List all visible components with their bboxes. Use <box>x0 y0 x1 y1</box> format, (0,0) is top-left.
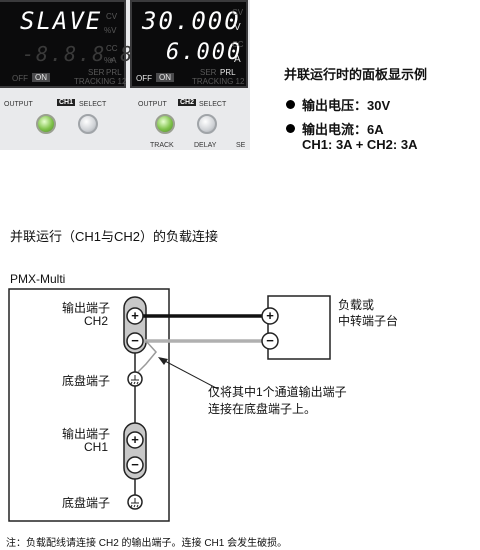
voltage-readout: 30.000 <box>142 7 241 35</box>
ser-indicator: SER <box>88 68 105 77</box>
device-outline <box>8 288 170 522</box>
master-display: 30.000 V CV 6.000 A CC OFF ON SER PRL TR… <box>130 0 248 88</box>
load-plus-sign: + <box>266 308 274 323</box>
ch2-positive-terminal <box>126 307 144 325</box>
prl-indicator: PRL <box>220 68 236 77</box>
bullet-icon <box>286 124 295 133</box>
ch1-badge: CH1 <box>57 99 76 106</box>
front-panel-photo: SLAVE CV %V -8.8.8.8 CC %A OFF ON SER PR… <box>0 0 250 150</box>
tracking-indicator: TRACKING 12 <box>74 77 127 86</box>
load-negative-terminal <box>261 332 279 350</box>
ch2-badge: CH2 <box>178 99 197 106</box>
channel-current-sum: CH1: 3A + CH2: 3A <box>302 137 418 152</box>
cv-indicator: CV <box>106 12 118 21</box>
ch2-minus-sign: − <box>131 333 139 348</box>
ch2-output-terminal-label: 输出端子 <box>62 301 111 315</box>
annotation-arrow-line <box>162 359 219 390</box>
prl-indicator: PRL <box>106 68 122 77</box>
ser-indicator: SER <box>200 68 217 77</box>
panel-example-title: 并联运行时的面板显示例 <box>284 67 428 82</box>
off-indicator: OFF <box>136 74 152 83</box>
off-indicator: OFF <box>12 74 28 83</box>
annotation-arrow-head <box>158 357 168 365</box>
load-label-line2: 中转端子台 <box>338 314 399 328</box>
cv-indicator: CV <box>232 8 244 17</box>
bullet-icon <box>286 100 295 109</box>
ch1-minus-sign: − <box>131 457 139 472</box>
annotation-line1: 仅将其中1个通道输出端子 <box>208 385 347 399</box>
ch1-label: CH1 <box>84 440 109 454</box>
load-minus-sign: − <box>266 333 274 348</box>
load-label-line1: 负载或 <box>338 298 375 312</box>
cc-indicator: CC <box>232 40 244 49</box>
delay-label: DELAY <box>194 142 217 149</box>
ch1-select-label: SELECT <box>79 101 107 108</box>
cc-indicator: CC <box>106 44 118 53</box>
device-name: PMX-Multi <box>10 272 66 286</box>
chassis-link-wire <box>137 340 157 373</box>
ch2-plus-sign: + <box>131 308 139 323</box>
ch1-output-button[interactable] <box>36 114 56 134</box>
ch2-label: CH2 <box>84 314 109 328</box>
ch2-negative-terminal <box>126 332 144 350</box>
on-indicator: ON <box>156 73 174 82</box>
footnote: 注：负载配线请连接 CH2 的输出端子。连接 CH1 会发生破损。 <box>6 538 288 549</box>
ch2-select-button[interactable] <box>197 114 217 134</box>
current-unit: A <box>234 54 241 65</box>
on-indicator: ON <box>32 73 50 82</box>
ch1-select-button[interactable] <box>78 114 98 134</box>
ch1-plus-sign: + <box>131 432 139 447</box>
current-readout: 6.000 <box>166 40 243 65</box>
diagram-title: 并联运行（CH1与CH2）的负载连接 <box>10 229 219 244</box>
percent-v-label: %V <box>104 26 117 35</box>
ch1-output-label: OUTPUT <box>4 101 33 108</box>
annotation-line2: 连接在底盘端子上。 <box>208 402 317 416</box>
track-label: TRACK <box>150 142 174 149</box>
output-voltage-text: 输出电压：30V <box>302 98 391 113</box>
select-label-partial: SE <box>236 142 246 149</box>
chassis-terminal-label-1: 底盘端子 <box>62 374 111 388</box>
ch1-negative-terminal <box>126 456 144 474</box>
ch2-select-label: SELECT <box>199 101 227 108</box>
ch1-positive-terminal <box>126 431 144 449</box>
voltage-unit: V <box>234 22 241 33</box>
ch2-output-label: OUTPUT <box>138 101 167 108</box>
tracking-indicator: TRACKING 12 <box>192 77 245 86</box>
load-positive-terminal <box>261 307 279 325</box>
load-box <box>267 295 331 360</box>
ch2-output-button[interactable] <box>155 114 175 134</box>
slave-display-top: SLAVE <box>20 7 103 35</box>
ch1-output-terminal-label: 输出端子 <box>62 427 111 441</box>
chassis-terminal-label-2: 底盘端子 <box>62 496 111 510</box>
slave-display: SLAVE CV %V -8.8.8.8 CC %A OFF ON SER PR… <box>0 0 132 88</box>
output-current-text: 输出电流：6A <box>302 122 384 137</box>
slave-display-bottom: -8.8.8.8 <box>22 42 135 66</box>
percent-a-label: %A <box>104 56 117 65</box>
